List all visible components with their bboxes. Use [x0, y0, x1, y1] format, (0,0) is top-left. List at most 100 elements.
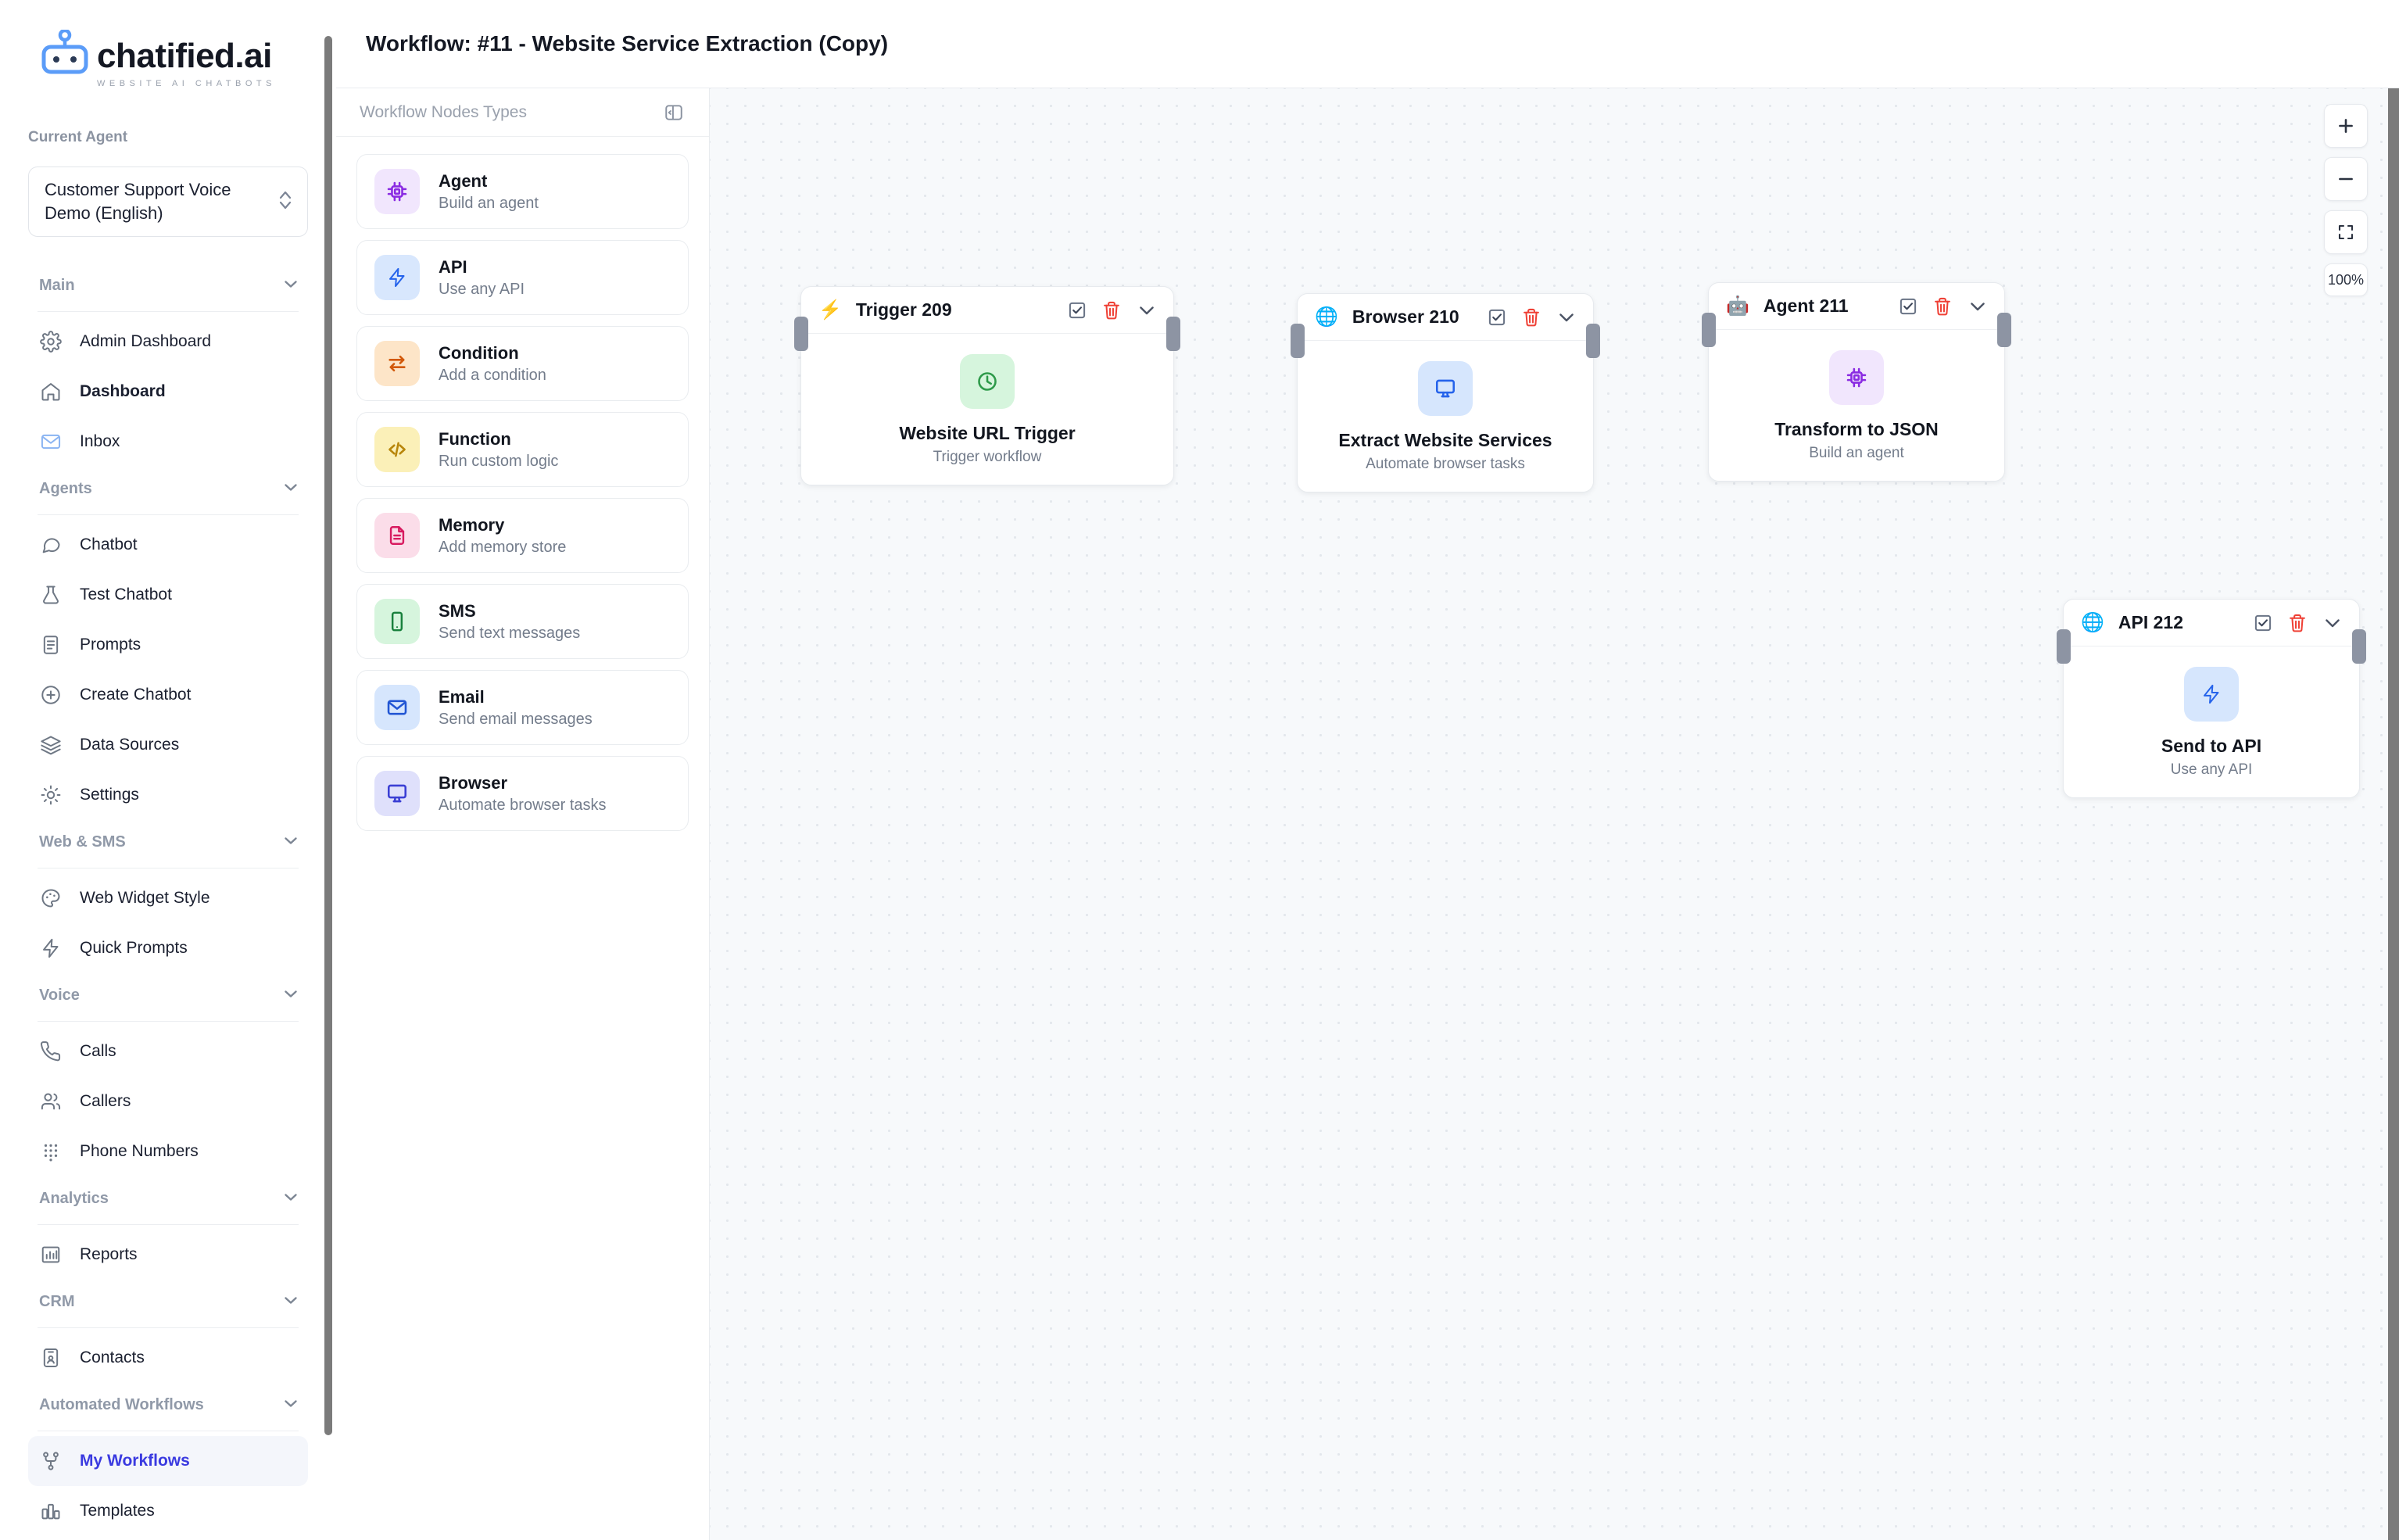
- nav-group-automated-workflows[interactable]: Automated Workflows: [28, 1383, 308, 1427]
- sidebar-item-prompts[interactable]: Prompts: [28, 620, 308, 670]
- zoom-in-button[interactable]: [2324, 104, 2368, 148]
- nav-group-title: Web & SMS: [39, 833, 126, 851]
- nav-group-main[interactable]: Main: [28, 263, 308, 308]
- brand-logo[interactable]: chatified.ai WEBSITE AI CHATBOTS: [28, 0, 308, 88]
- zoom-level-indicator[interactable]: 100%: [2324, 263, 2368, 296]
- dialpad-icon: [39, 1140, 63, 1163]
- nodes-panel-header: Workflow Nodes Types: [336, 88, 709, 137]
- sidebar-item-label: Templates: [80, 1502, 155, 1520]
- sidebar-item-web-widget-style[interactable]: Web Widget Style: [28, 873, 308, 923]
- sidebar-item-label: Prompts: [80, 636, 141, 654]
- contact-card-icon: [39, 1346, 63, 1370]
- nodes-panel-title: Workflow Nodes Types: [360, 102, 527, 121]
- node-type-desc: Build an agent: [439, 194, 539, 212]
- collapse-node-button[interactable]: [1967, 295, 1989, 317]
- workflow-canvas[interactable]: ⚡ Trigger 209 Website URL Trigger Trigge…: [710, 88, 2399, 1540]
- node-type-name: Email: [439, 687, 485, 707]
- nav-divider: [38, 1327, 299, 1328]
- sidebar-item-templates[interactable]: Templates: [28, 1486, 308, 1536]
- node-type-name: Browser: [439, 773, 508, 793]
- sidebar-item-create-chatbot[interactable]: Create Chatbot: [28, 670, 308, 720]
- sidebar-item-data-sources[interactable]: Data Sources: [28, 720, 308, 770]
- node-header[interactable]: 🌐 Browser 210: [1298, 294, 1593, 341]
- chevron-updown-icon: [277, 188, 293, 217]
- toggle-enabled-checkbox[interactable]: [2253, 613, 2273, 633]
- sidebar-item-calls[interactable]: Calls: [28, 1026, 308, 1076]
- nav-divider: [38, 1224, 299, 1225]
- sidebar-item-quick-prompts[interactable]: Quick Prompts: [28, 923, 308, 973]
- node-header[interactable]: 🌐 API 212: [2064, 600, 2359, 646]
- node-type-desc: Run custom logic: [439, 452, 559, 470]
- toggle-enabled-checkbox[interactable]: [1067, 300, 1087, 321]
- nav-group-title: CRM: [39, 1293, 75, 1310]
- node-input-port[interactable]: [794, 317, 808, 351]
- node-output-port[interactable]: [1586, 324, 1600, 358]
- collapse-node-button[interactable]: [2322, 612, 2344, 634]
- node-output-port[interactable]: [1997, 313, 2011, 347]
- monitor-icon: [374, 771, 420, 816]
- sidebar-item-test-chatbot[interactable]: Test Chatbot: [28, 570, 308, 620]
- sidebar-item-dashboard[interactable]: Dashboard: [28, 367, 308, 417]
- document-list-icon: [39, 633, 63, 657]
- delete-node-button[interactable]: [1932, 296, 1953, 317]
- sidebar-item-admin-dashboard[interactable]: Admin Dashboard: [28, 317, 308, 367]
- sidebar-item-phone-numbers[interactable]: Phone Numbers: [28, 1126, 308, 1176]
- fit-view-button[interactable]: [2324, 210, 2368, 254]
- nav-group-agents[interactable]: Agents: [28, 467, 308, 511]
- sidebar-item-chatbot[interactable]: Chatbot: [28, 520, 308, 570]
- nav-group-analytics[interactable]: Analytics: [28, 1176, 308, 1221]
- collapse-node-button[interactable]: [1136, 299, 1158, 321]
- sidebar-item-reports[interactable]: Reports: [28, 1230, 308, 1280]
- node-type-desc: Automate browser tasks: [439, 796, 607, 814]
- node-input-port[interactable]: [2057, 629, 2071, 664]
- sidebar-item-callers[interactable]: Callers: [28, 1076, 308, 1126]
- layers-icon: [39, 733, 63, 757]
- sidebar-item-label: Data Sources: [80, 736, 180, 754]
- cpu-chip-icon: [1829, 350, 1884, 405]
- toggle-enabled-checkbox[interactable]: [1898, 296, 1918, 317]
- sidebar-item-inbox[interactable]: Inbox: [28, 417, 308, 467]
- bar-chart-icon: [39, 1243, 63, 1266]
- node-header[interactable]: ⚡ Trigger 209: [801, 287, 1173, 334]
- zoom-out-button[interactable]: [2324, 157, 2368, 201]
- toggle-enabled-checkbox[interactable]: [1487, 307, 1507, 328]
- workflow-node-browser-210[interactable]: 🌐 Browser 210 Extract Website Services A…: [1291, 293, 1600, 492]
- workflow-node-trigger-209[interactable]: ⚡ Trigger 209 Website URL Trigger Trigge…: [794, 286, 1180, 485]
- workflow-node-agent-211[interactable]: 🤖 Agent 211 Transform to JSON Build an a…: [1702, 282, 2011, 482]
- sidebar-item-my-workflows[interactable]: My Workflows: [28, 1436, 308, 1486]
- node-header[interactable]: 🤖 Agent 211: [1709, 283, 2004, 330]
- canvas-vertical-scrollbar[interactable]: [2388, 88, 2399, 1540]
- nav-group-crm[interactable]: CRM: [28, 1280, 308, 1324]
- nav-group-web-sms[interactable]: Web & SMS: [28, 820, 308, 865]
- workflow-node-api-212[interactable]: 🌐 API 212 Send to API Use any API: [2057, 599, 2366, 798]
- sidebar-item-contacts[interactable]: Contacts: [28, 1333, 308, 1383]
- node-input-port[interactable]: [1291, 324, 1305, 358]
- delete-node-button[interactable]: [1101, 300, 1122, 321]
- sidebar-item-label: Chatbot: [80, 535, 138, 553]
- sidebar-item-label: Callers: [80, 1092, 131, 1110]
- node-output-port[interactable]: [2352, 629, 2366, 664]
- node-title: Trigger 209: [855, 299, 952, 320]
- delete-node-button[interactable]: [2287, 613, 2308, 633]
- chevron-down-icon: [281, 1394, 300, 1416]
- node-input-port[interactable]: [1702, 313, 1716, 347]
- current-agent-select[interactable]: Customer Support Voice Demo (English): [28, 167, 308, 237]
- nav-group-voice[interactable]: Voice: [28, 973, 308, 1018]
- delete-node-button[interactable]: [1521, 307, 1541, 328]
- sidebar-item-settings[interactable]: Settings: [28, 770, 308, 820]
- panel-collapse-icon[interactable]: [661, 99, 687, 126]
- collapse-node-button[interactable]: [1556, 306, 1577, 328]
- node-output-port[interactable]: [1166, 317, 1180, 351]
- node-type-desc: Add a condition: [439, 366, 546, 384]
- sidebar-scrollbar[interactable]: [324, 36, 332, 1435]
